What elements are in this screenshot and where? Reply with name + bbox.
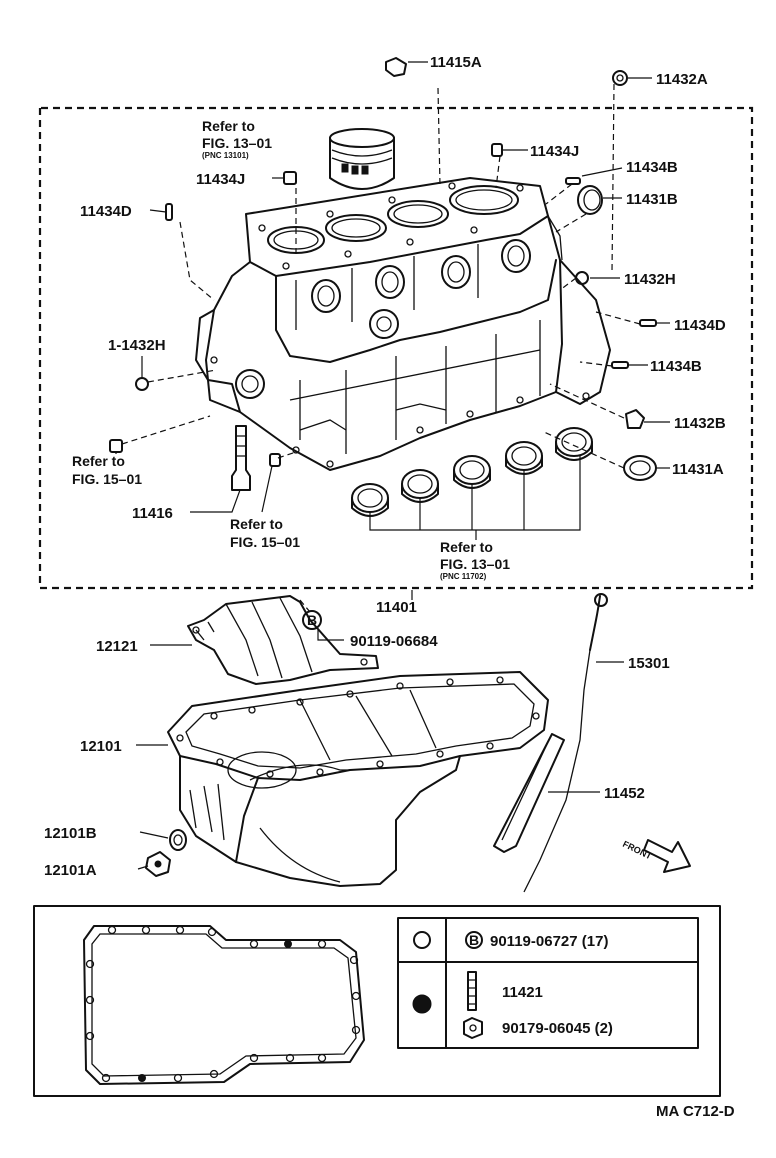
label-refer-fig15-left-2: FIG. 15–01 — [72, 471, 142, 487]
label-12101b: 12101B — [44, 825, 97, 842]
circled-b-letter: B — [307, 612, 317, 628]
main-bearing-5 — [555, 427, 593, 461]
cylinder-block-illustration — [195, 177, 611, 471]
legend-circled-b-letter: B — [469, 932, 479, 948]
label-11434j-left: 11434J — [196, 171, 245, 188]
label-refer-piston-2: FIG. 13–01 — [202, 135, 272, 151]
legend-filled-part-2-label: 90179-06045 (2) — [502, 1020, 613, 1037]
main-bearing-2 — [401, 469, 439, 503]
label-11434d-right: 11434D — [674, 317, 726, 334]
figure-code: MA C712-D — [656, 1103, 735, 1120]
legend-row-open: B 90119-06727 (17) — [465, 931, 608, 950]
label-11432h-right: 11432H — [624, 271, 676, 288]
drain-plug-illustration — [145, 851, 171, 877]
legend-table: B 90119-06727 (17) 11421 90179-06045 (2) — [397, 917, 699, 1049]
label-11431a: 11431A — [672, 461, 724, 478]
oil-pan-gasket-outline — [83, 925, 365, 1085]
label-front: FRONT — [621, 839, 654, 862]
label-11416: 11416 — [132, 505, 173, 522]
label-90119-06684: 90119-06684 — [350, 633, 438, 650]
oil-level-gauge-guide-illustration — [493, 733, 565, 853]
label-refer-bearing-2: FIG. 13–01 — [440, 556, 510, 572]
label-11434d-left: 11434D — [80, 203, 132, 220]
drain-plug-gasket-illustration — [169, 829, 187, 851]
oil-pan-baffle-illustration — [187, 595, 379, 685]
label-11401: 11401 — [376, 599, 417, 616]
block-small-parts — [109, 57, 657, 491]
assembly-guide-lines — [121, 83, 641, 613]
label-refer-bearing-3: (PNC 11702) — [440, 572, 487, 581]
circled-b-icon — [465, 931, 483, 949]
label-11415a: 11415A — [430, 54, 482, 71]
label-11431b: 11431B — [626, 191, 678, 208]
main-bearing-3 — [453, 455, 491, 489]
label-15301: 15301 — [628, 655, 670, 672]
label-refer-fig15-mid-2: FIG. 15–01 — [230, 534, 300, 550]
label-11452: 11452 — [604, 785, 645, 802]
label-refer-fig15-mid-1: Refer to — [230, 516, 283, 532]
part-labels: 11415A 11432A Refer to FIG. 13–01 (PNC 1… — [44, 54, 726, 879]
label-12101a: 12101A — [44, 862, 97, 879]
label-12101: 12101 — [80, 738, 122, 755]
main-bearing-4 — [505, 441, 543, 475]
gasket-legend-box: B 90119-06727 (17) 11421 90179-06045 (2) — [33, 905, 721, 1097]
label-11434j-right: 11434J — [530, 143, 579, 160]
label-refer-piston-1: Refer to — [202, 118, 255, 134]
oil-level-gauge-illustration — [523, 593, 608, 893]
cylinder-block-group-box — [38, 106, 754, 590]
stud-bolt-icon — [467, 971, 477, 1011]
label-11432b: 11432B — [674, 415, 726, 432]
front-direction-arrow — [643, 839, 691, 873]
leader-lines — [115, 61, 670, 870]
gasket-bolt-holes — [85, 925, 361, 1083]
open-circle-marker-icon — [413, 931, 431, 949]
legend-filled-part-1-label: 11421 — [502, 984, 543, 1001]
label-refer-bearing-1: Refer to — [440, 539, 493, 555]
oil-pan-illustration — [167, 671, 549, 887]
label-11434b-top: 11434B — [626, 159, 678, 176]
main-bearing-1 — [351, 483, 389, 517]
circled-b-marker: B — [302, 610, 322, 630]
label-refer-fig15-left-1: Refer to — [72, 453, 125, 469]
main-bearings-illustration — [351, 427, 593, 540]
label-refer-piston-3: (PNC 13101) — [202, 151, 249, 160]
label-11432h-left: 1-1432H — [108, 337, 166, 354]
nut-icon — [463, 1017, 483, 1039]
legend-open-part-label: 90119-06727 (17) — [490, 933, 608, 950]
label-11434b-right: 11434B — [650, 358, 702, 375]
filled-circle-marker-icon — [412, 994, 432, 1014]
legend-row-filled: 11421 90179-06045 (2) — [463, 971, 613, 1039]
label-11432a: 11432A — [656, 71, 708, 88]
piston-illustration — [329, 128, 395, 190]
label-12121: 12121 — [96, 638, 138, 655]
